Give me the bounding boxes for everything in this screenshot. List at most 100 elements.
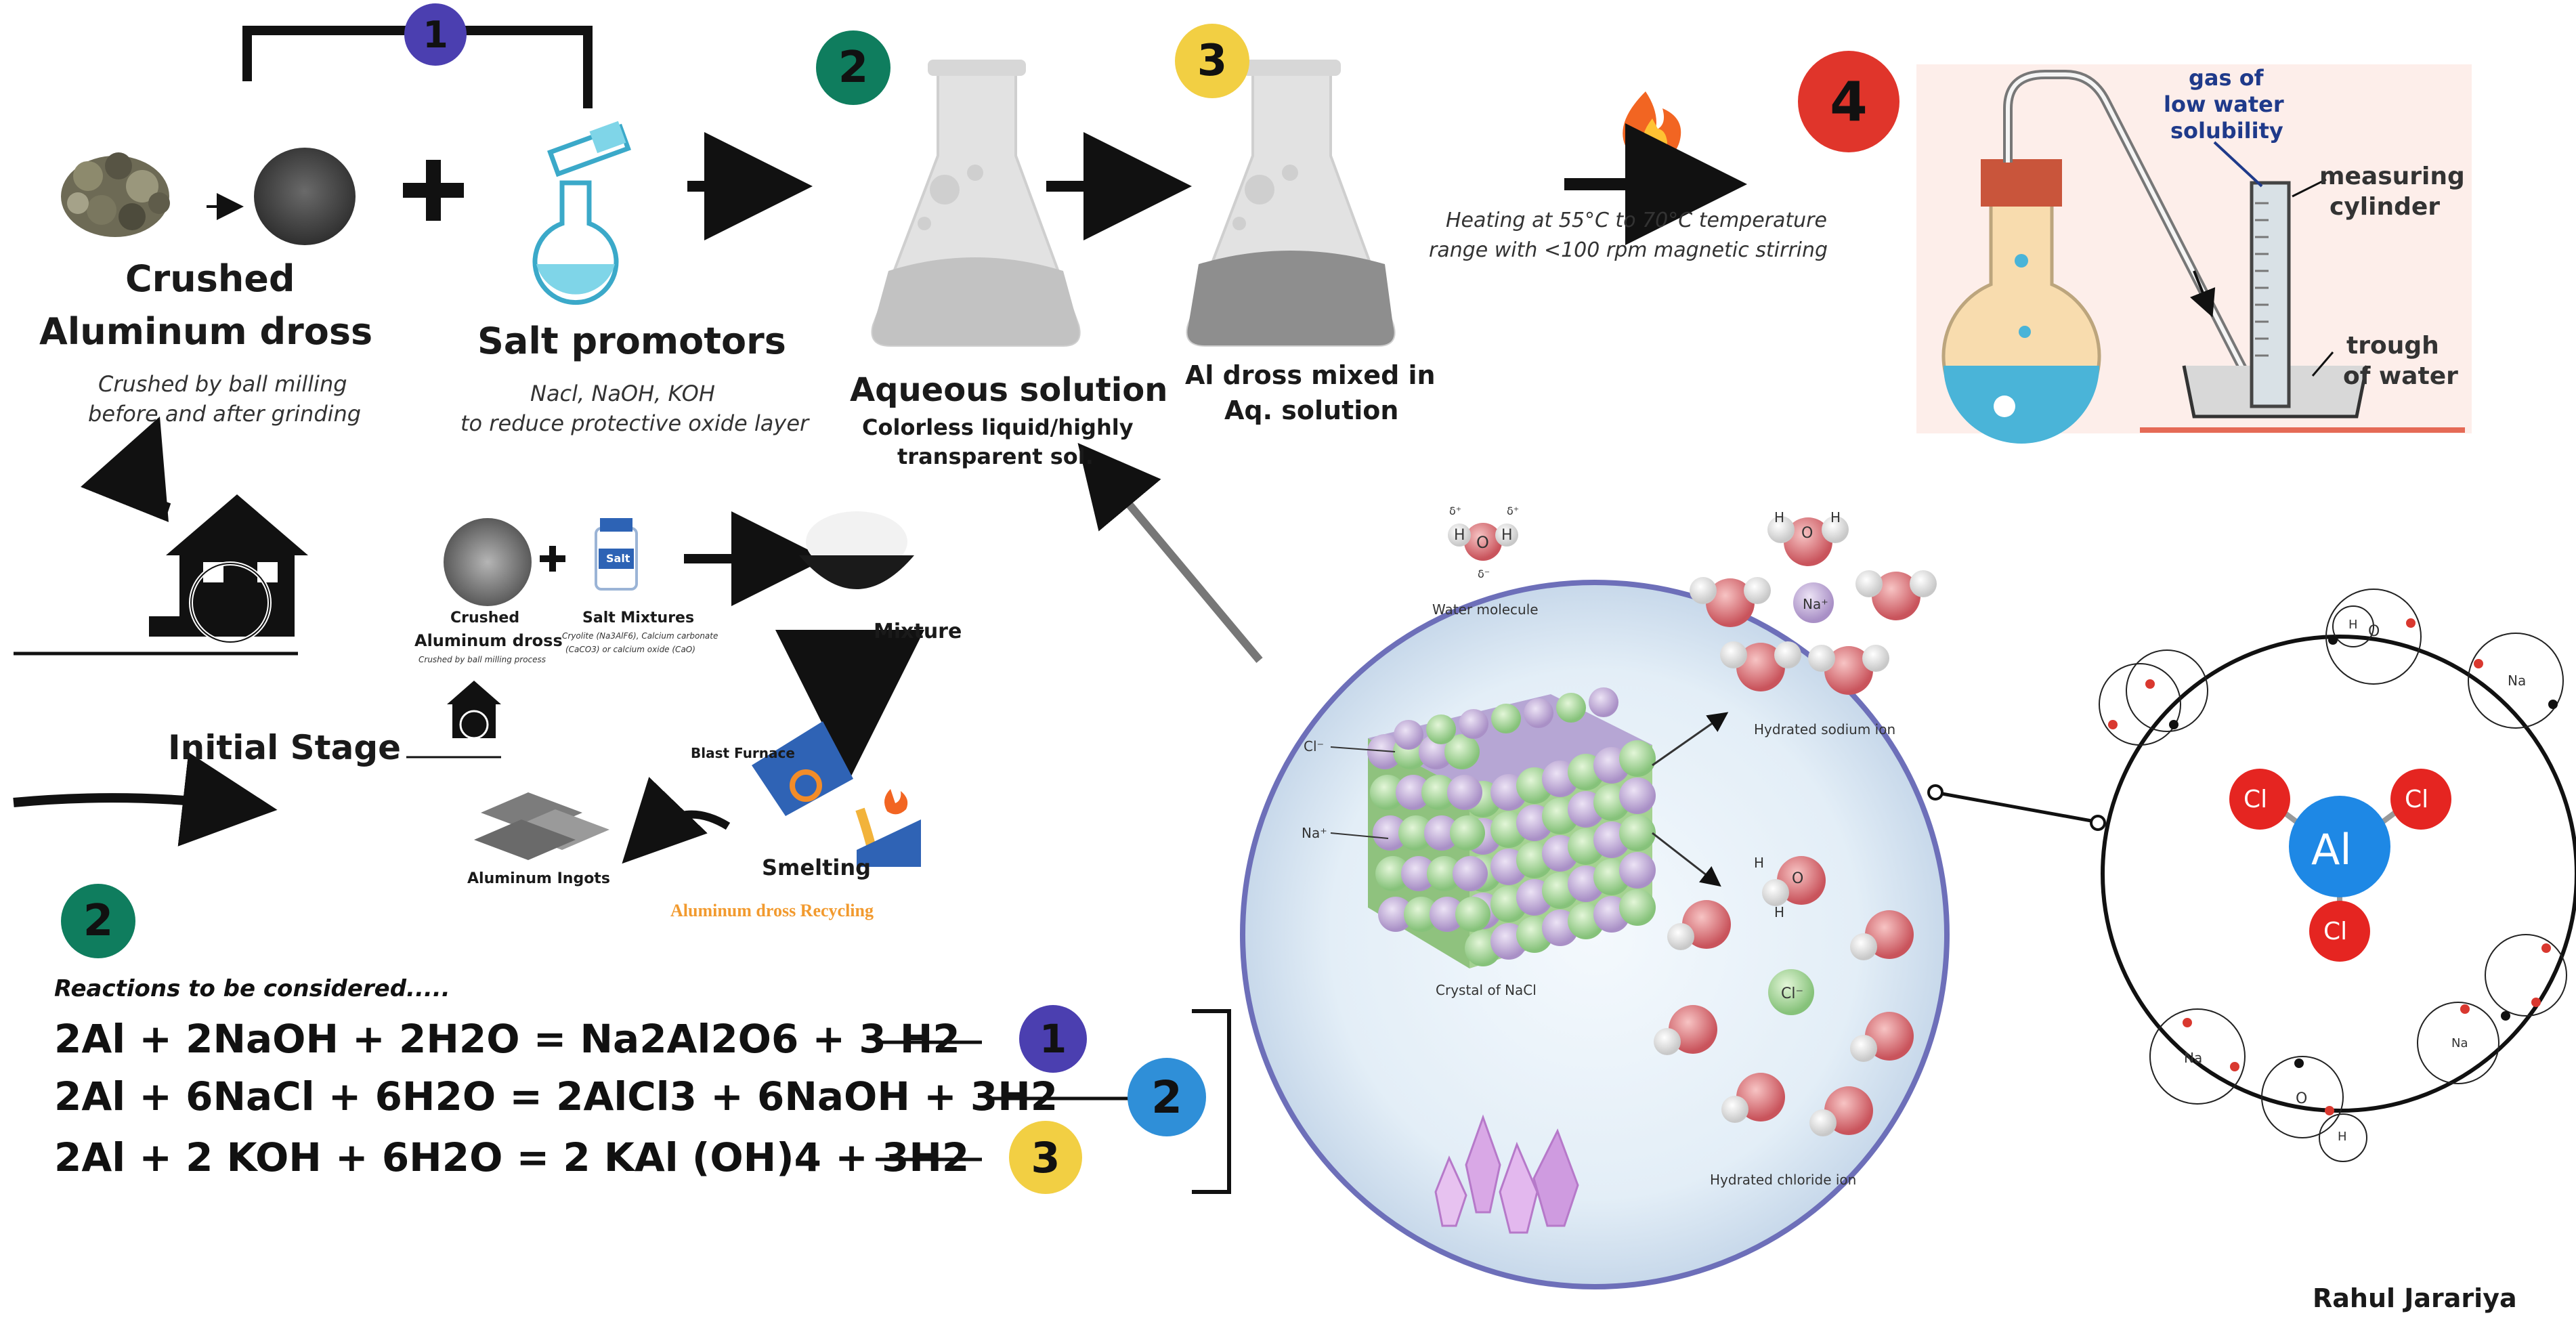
- cl-cluster-o: O: [1792, 870, 1804, 887]
- crystal-atom: [1524, 698, 1553, 728]
- crystal-atom: [1378, 897, 1413, 932]
- reaction-bracket: [1192, 1009, 1231, 1194]
- crystal-atom: [1619, 852, 1656, 889]
- hydrated-sodium-cluster: [1690, 516, 1937, 695]
- salt-promotors-title: Salt promotors: [477, 320, 786, 362]
- water-hydrogen: [1690, 577, 1717, 604]
- electron-dot: [2474, 659, 2483, 668]
- gas-label-1: gas of: [2189, 65, 2264, 91]
- crystal-atom: [1404, 897, 1439, 932]
- crystal-atom: [1424, 815, 1459, 851]
- recycle-dross-image: [444, 518, 532, 606]
- reactions-heading: Reactions to be considered.....: [54, 975, 450, 1002]
- electron-dot: [2406, 618, 2416, 628]
- crystal-atom: [1447, 775, 1482, 810]
- crystal-atom: [1370, 775, 1405, 810]
- salt-promotor-flask: [532, 121, 631, 305]
- plus-icon: [403, 160, 464, 221]
- electron-dot: [2183, 1018, 2192, 1027]
- electron-dot: [2169, 720, 2178, 729]
- gas-label-3: solubility: [2170, 118, 2283, 144]
- crystal-atom: [1589, 687, 1618, 717]
- blast-furnace-label: Blast Furnace: [691, 745, 795, 761]
- water-molecule-label: Water molecule: [1432, 601, 1539, 618]
- electron-dot: [2501, 1011, 2510, 1021]
- cl-cluster-h2: H: [1774, 904, 1785, 920]
- water-hydrogen: [1808, 645, 1835, 672]
- cylinder-label-1: measuring: [2319, 163, 2465, 190]
- na-cluster-o: O: [1801, 525, 1813, 542]
- orbit-na-right: Na: [2508, 672, 2527, 689]
- crystal-atom: [1556, 693, 1586, 723]
- crystal-label: Crystal of NaCl: [1436, 982, 1537, 998]
- water-h-left: H: [1454, 527, 1465, 544]
- electron-dot: [2328, 635, 2338, 645]
- orbit-h-bottom: H: [2338, 1130, 2347, 1144]
- cl-atom-right: [2390, 769, 2451, 830]
- cl-label-line: [1330, 746, 1396, 752]
- crystal-atom: [1619, 815, 1656, 851]
- cl-ion-label: Cl⁻: [1781, 985, 1804, 1002]
- cl-atom-bottom: [2309, 901, 2370, 962]
- water-hydrogen: [1654, 1028, 1681, 1055]
- ion-orbits: [2099, 589, 2567, 1162]
- electron-dot: [2325, 1106, 2334, 1115]
- crystal-atom: [1619, 740, 1656, 777]
- na-label-line: [1330, 832, 1389, 839]
- water-oxygen: [1706, 578, 1755, 627]
- water-hydrogen: [1767, 516, 1795, 543]
- step4-badge: 4: [1798, 51, 1899, 152]
- salt-mixtures-note-2: (CaCO3) or calcium oxide (CaO): [565, 645, 695, 654]
- heating-line2: range with <100 rpm magnetic stirring: [1429, 238, 1828, 262]
- water-hydrogen: [1721, 1096, 1748, 1123]
- water-hydrogen: [1850, 1035, 1877, 1062]
- na-cluster-h1: H: [1774, 509, 1785, 526]
- crystal-atom: [1367, 734, 1402, 769]
- water-delta-plus-left: δ⁺: [1449, 505, 1462, 517]
- dross-mix-flask: [1186, 60, 1396, 347]
- electron-dot: [2230, 1062, 2239, 1071]
- dross-mix-line1: Al dross mixed in: [1185, 360, 1436, 390]
- step1-badge: 1: [404, 3, 467, 66]
- water-h-right: H: [1501, 527, 1513, 544]
- orbit-na-left: Na: [2184, 1050, 2203, 1066]
- mixture-bowl: [799, 511, 914, 589]
- water-oxygen: [1824, 646, 1873, 695]
- nacl-pointer-arrow: [1077, 442, 1263, 663]
- water-o: O: [1476, 533, 1489, 552]
- cl-cluster-h1: H: [1754, 855, 1765, 871]
- na-cluster-h2: H: [1830, 509, 1841, 526]
- aqueous-title: Aqueous solution: [850, 371, 1168, 409]
- crushed-dross-image: [61, 152, 170, 237]
- powder-pile: [254, 148, 356, 245]
- al-atom: [2289, 796, 2390, 897]
- trough-label-1: trough: [2346, 332, 2439, 360]
- cl-left-label: Cl: [2244, 786, 2268, 813]
- water-hydrogen: [1744, 577, 1771, 604]
- gas-collection-apparatus: [1916, 64, 2472, 444]
- salt-mixtures-label: Salt Mixtures: [582, 610, 695, 626]
- water-hydrogen: [1809, 1109, 1837, 1136]
- reaction-section-badge: 2: [61, 884, 135, 958]
- blast-furnace-icon: [752, 721, 921, 867]
- water-molecule: [1448, 523, 1518, 561]
- reaction-eq1: 2Al + 2NaOH + 2H2O = Na2Al2O6 + 3 H2: [54, 1016, 960, 1062]
- purple-crystals-decoration: [1434, 1114, 1579, 1234]
- water-hydrogen: [1862, 645, 1889, 672]
- crushed-note-line2: before and after grinding: [88, 401, 362, 427]
- crystal-atom: [1450, 815, 1485, 851]
- aqueous-flask: [871, 60, 1081, 347]
- crystal-atom: [1619, 777, 1656, 814]
- crystal-atoms: [1367, 687, 1656, 966]
- cl-bottom-label: Cl: [2323, 918, 2348, 945]
- water-hydrogen: [1762, 879, 1789, 906]
- step3-badge: 3: [1175, 24, 1249, 98]
- crystal-atom: [1373, 815, 1408, 851]
- dross-mix-line2: Aq. solution: [1224, 396, 1399, 425]
- initial-stage-arrow: [13, 752, 278, 847]
- water-oxygen: [1872, 572, 1920, 620]
- gas-label-2: low water: [2164, 91, 2284, 117]
- author-credit: Rahul Jarariya: [2313, 1283, 2517, 1313]
- water-oxygen: [1784, 517, 1832, 566]
- water-hydrogen: [1850, 933, 1877, 960]
